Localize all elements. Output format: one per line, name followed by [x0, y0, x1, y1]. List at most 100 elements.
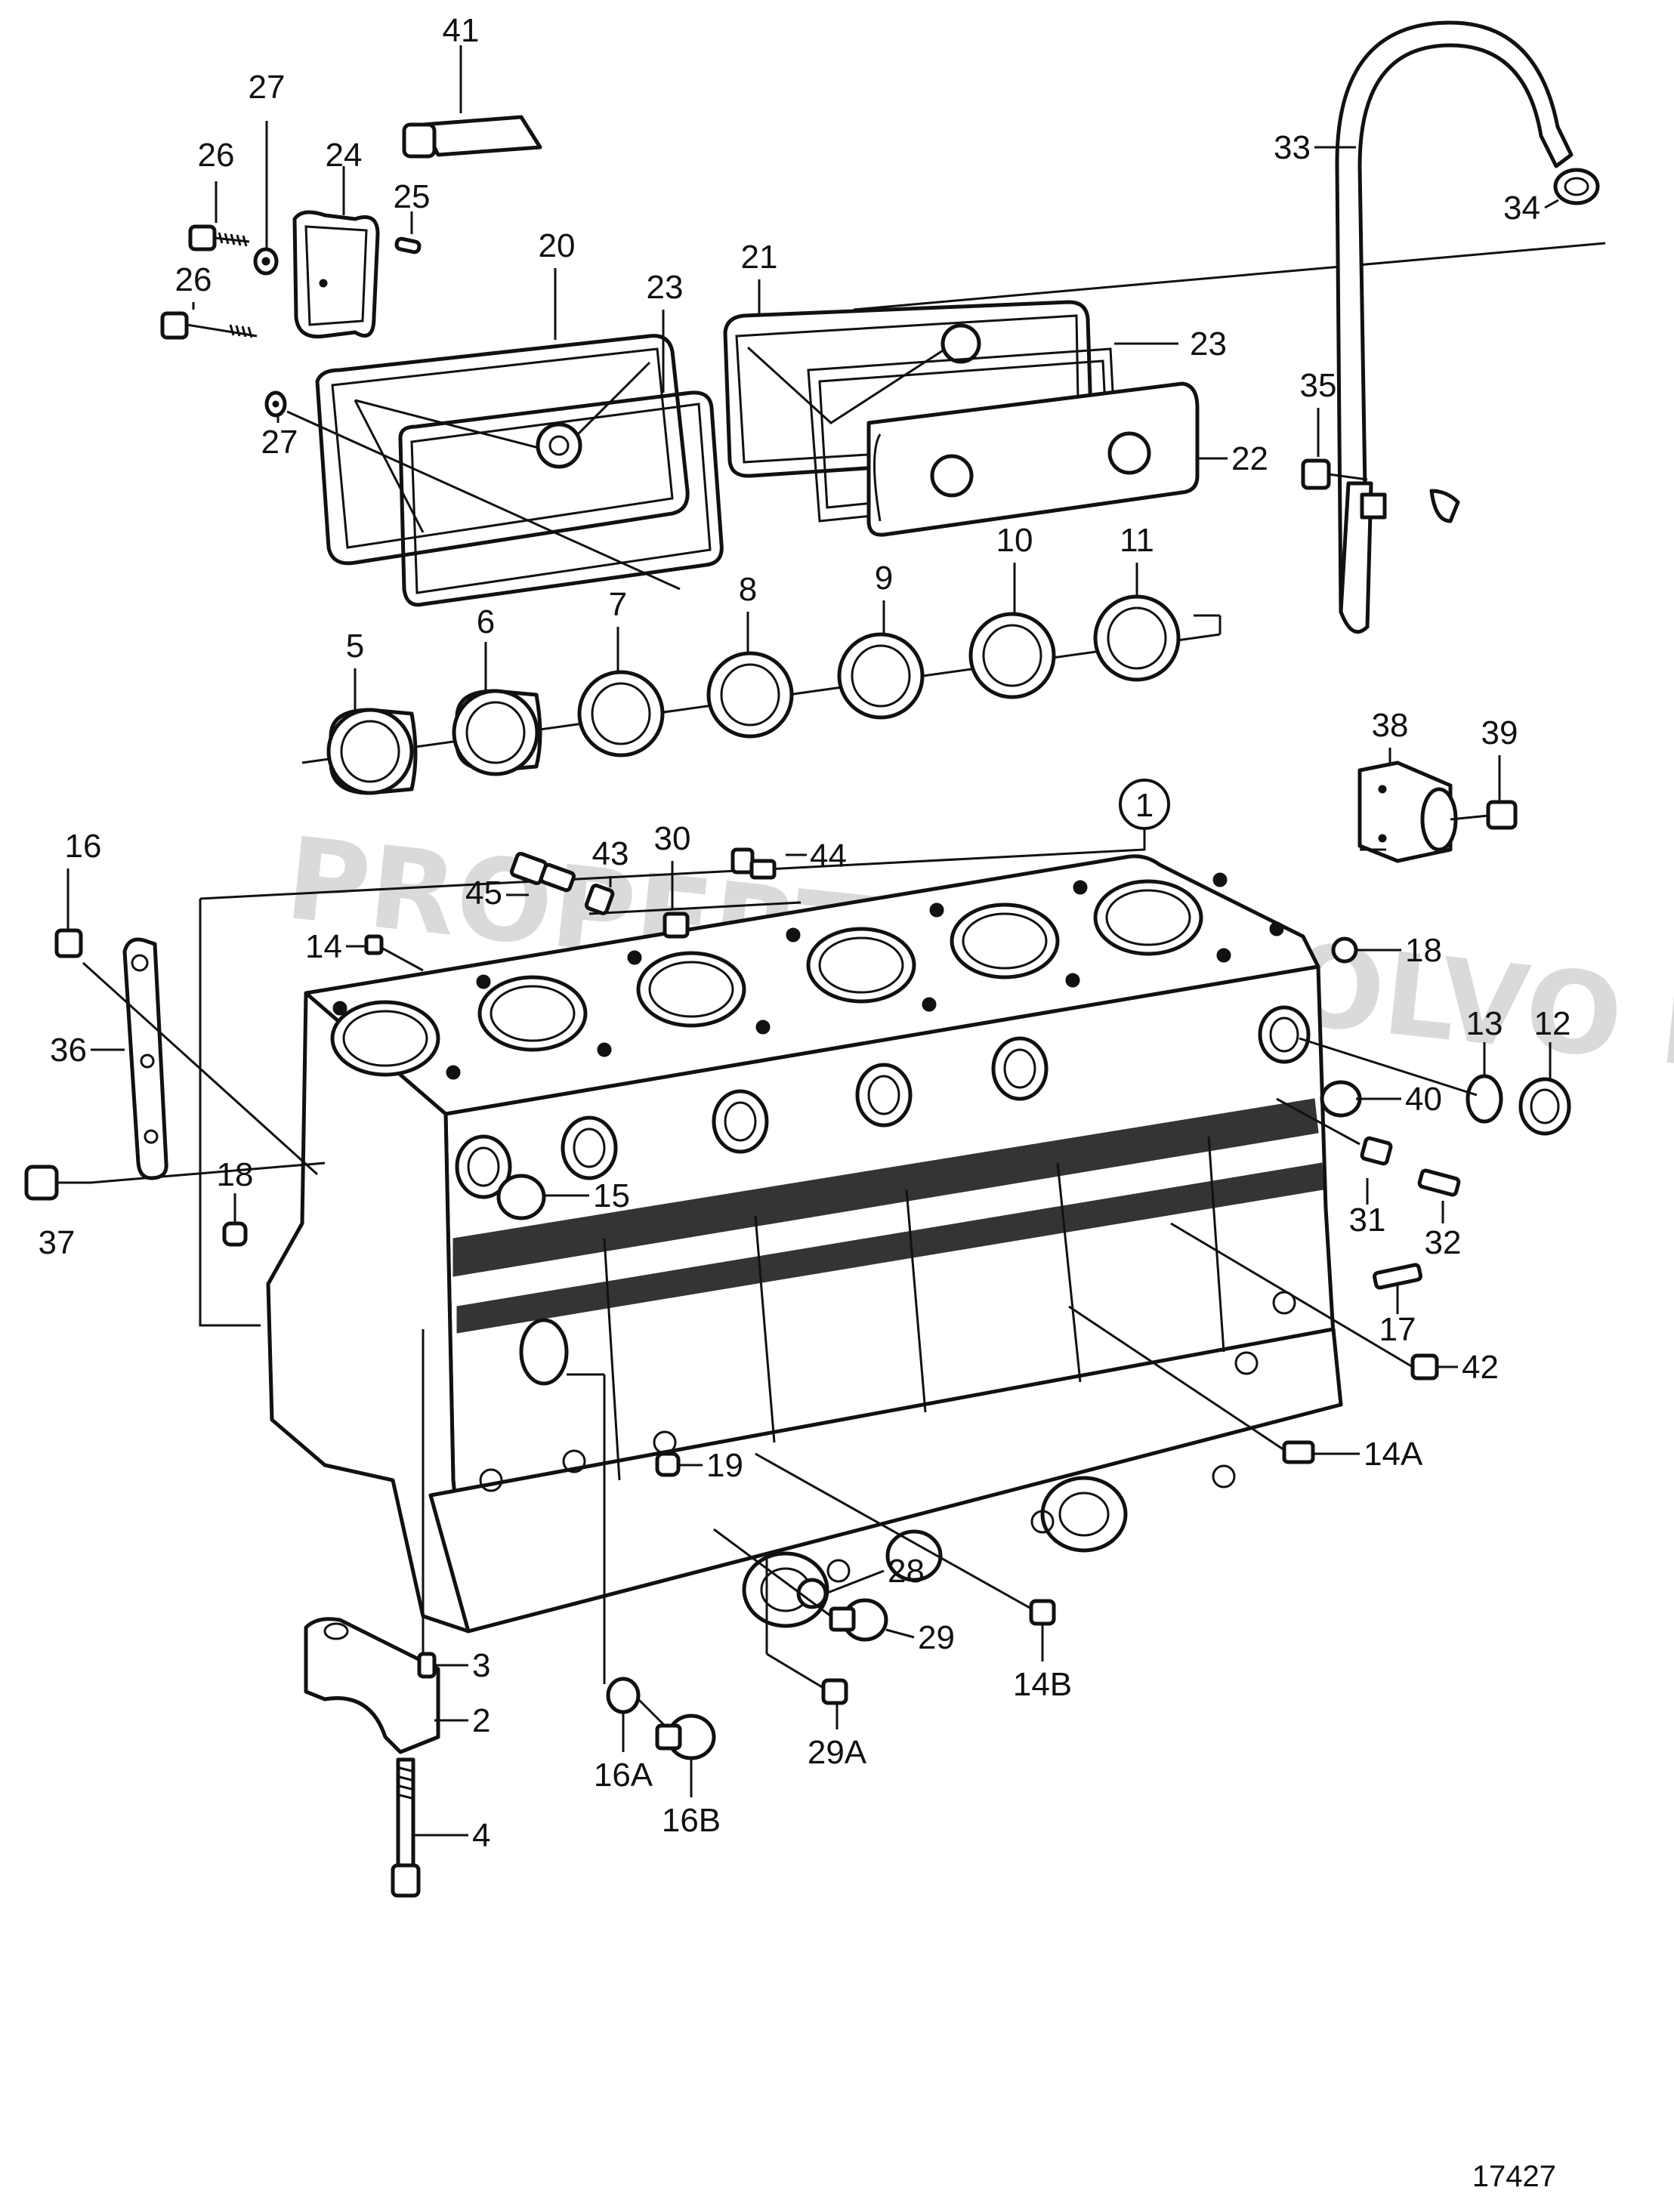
callout-41: 41 — [443, 12, 480, 49]
callout-29: 29 — [918, 1619, 955, 1656]
callout-37: 37 — [39, 1224, 76, 1261]
plug-19 — [655, 1452, 703, 1477]
callout-43: 43 — [592, 835, 629, 872]
plug-18-left — [222, 1193, 248, 1247]
callout-39: 39 — [1481, 714, 1518, 751]
bearing-11 — [1093, 594, 1181, 682]
plug-40 — [1320, 1080, 1401, 1118]
fitting-44 — [730, 847, 807, 880]
callout-3: 3 — [472, 1647, 490, 1684]
callout-25: 25 — [394, 178, 431, 215]
core-plug-15 — [496, 1174, 589, 1220]
callout-2: 2 — [472, 1702, 490, 1739]
rail-holes — [479, 1291, 1296, 1583]
callout-12: 12 — [1534, 1005, 1571, 1042]
callout-8: 8 — [739, 571, 757, 608]
bearing-5 — [326, 708, 418, 795]
bearing-9 — [837, 632, 925, 720]
callout-29A: 29A — [808, 1734, 867, 1771]
bolt-4 — [391, 1757, 468, 1898]
callout-27-upper: 27 — [249, 69, 286, 106]
callout-16: 16 — [65, 828, 102, 865]
callout-17: 17 — [1379, 1311, 1416, 1348]
callout-15: 15 — [593, 1177, 630, 1214]
plug-16B — [637, 1698, 716, 1797]
leader-line-33 — [853, 242, 1606, 311]
plug-18-top — [1331, 936, 1401, 964]
callout-27-lower: 27 — [261, 424, 298, 461]
callout-30: 30 — [654, 820, 691, 857]
callout-9: 9 — [875, 560, 893, 597]
pin-17 — [1373, 1263, 1422, 1314]
screw-35 — [1301, 408, 1368, 490]
callout-14B: 14B — [1013, 1666, 1072, 1703]
reference-number: 17427 — [1472, 2160, 1556, 2193]
rocker-cover-20 — [315, 268, 690, 566]
bearing-10 — [968, 612, 1056, 699]
callout-44: 44 — [810, 838, 847, 875]
callout-23-right: 23 — [1190, 325, 1227, 362]
washer-28 — [796, 1569, 885, 1609]
callout-21: 21 — [741, 239, 778, 276]
callout-19: 19 — [706, 1447, 743, 1484]
bolt-37 — [24, 1162, 326, 1201]
callout-10: 10 — [996, 522, 1033, 559]
plug-12 — [1518, 1042, 1571, 1136]
callout-13: 13 — [1466, 1005, 1503, 1042]
callout-20: 20 — [539, 227, 576, 264]
callout-5: 5 — [346, 628, 364, 665]
deck-holes — [332, 872, 1284, 1080]
side-bosses — [455, 1005, 1311, 1628]
callout-11: 11 — [1120, 522, 1154, 559]
bolt-26-lower — [160, 302, 287, 423]
callout-14A: 14A — [1364, 1436, 1423, 1473]
callout-4: 4 — [472, 1817, 490, 1854]
gasket-23-left — [286, 310, 724, 607]
small-parts — [222, 934, 1571, 1797]
callout-26-lower: 26 — [175, 261, 212, 298]
callout-35: 35 — [1300, 367, 1337, 404]
callout-32: 32 — [1425, 1224, 1462, 1261]
sensor-45 — [506, 851, 576, 896]
callout-6: 6 — [477, 603, 495, 640]
bearing-7 — [577, 670, 665, 757]
callout-22: 22 — [1231, 440, 1268, 477]
bolt-39 — [1450, 755, 1518, 830]
callout-23-left: 23 — [647, 269, 684, 306]
fitting-31 — [1276, 1097, 1393, 1205]
fitting-43 — [584, 876, 615, 915]
callout-33: 33 — [1274, 129, 1311, 166]
callout-42: 42 — [1462, 1349, 1499, 1386]
valve-cover-22 — [866, 381, 1228, 537]
stud-14A — [1068, 1305, 1360, 1464]
callout-36: 36 — [50, 1032, 87, 1069]
cover-plate-24 — [292, 166, 422, 339]
leader-line-12-13 — [1299, 1037, 1478, 1097]
plug-29A — [765, 1552, 848, 1729]
sensors-top — [506, 847, 807, 939]
callout-34: 34 — [1503, 190, 1540, 227]
callout-labels: 41 27 26 24 25 26 27 20 23 21 23 22 33 3… — [39, 12, 1571, 1854]
plug-42 — [1170, 1222, 1458, 1381]
plate-36 — [24, 868, 326, 1201]
dowel-3 — [417, 1652, 468, 1679]
callout-28: 28 — [888, 1553, 925, 1590]
callout-38: 38 — [1372, 707, 1409, 744]
bearing-6 — [452, 689, 542, 776]
crankcase-shading — [452, 1098, 1324, 1334]
washer-16A — [567, 1373, 641, 1752]
stud-14 — [346, 934, 424, 972]
camshaft-bearings — [301, 563, 1222, 795]
callout-16A: 16A — [594, 1757, 653, 1794]
dipstick-tube-33 — [1301, 20, 1600, 634]
callout-1: 1 — [1135, 787, 1154, 824]
callout-40: 40 — [1405, 1081, 1442, 1118]
plug-14B — [755, 1452, 1056, 1661]
callout-31: 31 — [1349, 1202, 1386, 1239]
plug-30 — [662, 861, 690, 939]
callout-24: 24 — [326, 137, 363, 174]
callout-1-circle: 1 — [1119, 779, 1170, 830]
callout-16B: 16B — [662, 1802, 721, 1839]
bearing-8 — [706, 651, 794, 739]
screw-16 — [54, 868, 83, 958]
